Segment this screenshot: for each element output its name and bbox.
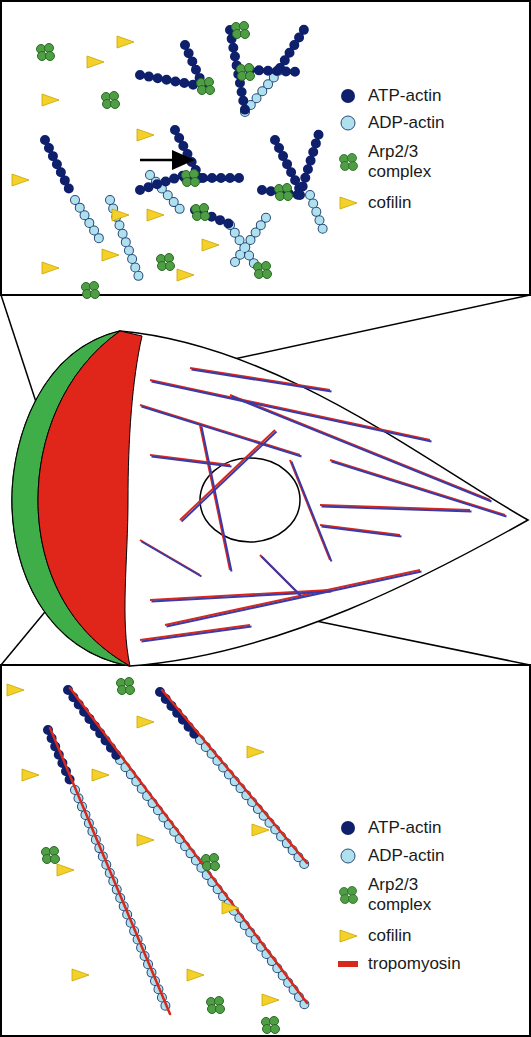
bottom-panel xyxy=(1,665,530,1036)
legend-item: ATP-actin xyxy=(336,86,441,106)
legend-swatch xyxy=(336,818,360,838)
legend-swatch xyxy=(336,152,360,172)
legend-swatch xyxy=(336,86,360,106)
tropomyosin-filaments xyxy=(48,688,307,1014)
legend-label: Arp2/3 complex xyxy=(368,142,458,182)
arrow xyxy=(140,159,192,162)
lamella-band xyxy=(38,331,142,666)
legend-label: cofilin xyxy=(368,926,411,946)
cofilin-molecules xyxy=(12,36,219,281)
arp-complexes xyxy=(37,22,293,299)
legend-swatch xyxy=(336,193,360,213)
legend-label: ADP-actin xyxy=(368,846,445,866)
zoom-line xyxy=(1,295,36,402)
legend-label: cofilin xyxy=(368,193,411,213)
legend-item: ATP-actin xyxy=(336,818,441,838)
legend-label: Arp2/3 complex xyxy=(368,875,458,915)
legend-swatch xyxy=(336,885,360,905)
actin-filaments xyxy=(45,28,325,280)
legend-item: tropomyosin xyxy=(336,954,458,974)
legend-swatch xyxy=(336,954,360,974)
legend-swatch xyxy=(336,926,360,946)
cofilin-molecules xyxy=(7,684,279,1006)
legend-item: ADP-actin xyxy=(336,113,445,133)
legend-item: ADP-actin xyxy=(336,846,445,866)
legend-item: Arp2/3 complex xyxy=(336,142,458,182)
legend-swatch xyxy=(336,113,360,133)
legend-item: cofilin xyxy=(336,193,411,213)
legend-item: cofilin xyxy=(336,926,411,946)
top-panel xyxy=(1,1,530,295)
cell-filaments xyxy=(140,368,507,642)
legend-label: tropomyosin xyxy=(368,954,458,974)
legend-swatch xyxy=(336,846,360,866)
arp-complexes xyxy=(42,678,280,1034)
legend-item: Arp2/3 complex xyxy=(336,875,458,915)
legend-label: ADP-actin xyxy=(368,113,445,133)
legend-label: ATP-actin xyxy=(368,818,441,838)
cell-outline xyxy=(12,331,528,666)
legend-label: ATP-actin xyxy=(368,86,441,106)
